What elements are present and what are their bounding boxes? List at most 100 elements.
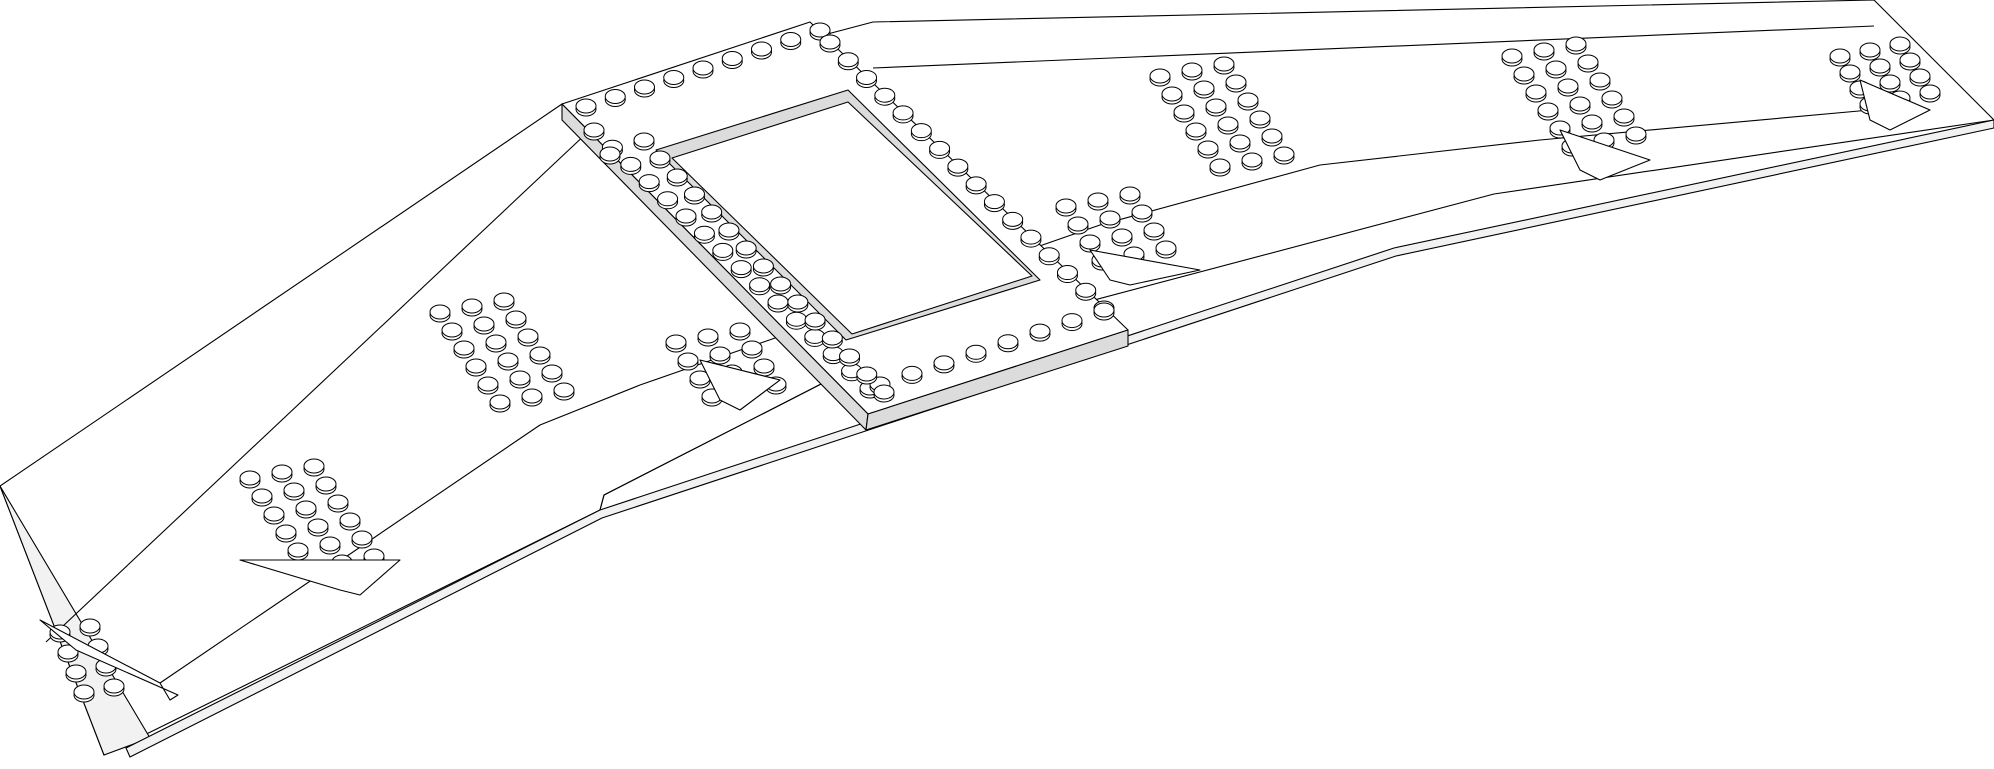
rivet-pad — [1067, 216, 1089, 235]
frame-rivet — [752, 258, 774, 277]
rivet-pad — [473, 316, 495, 335]
tab-right-end — [1859, 79, 1931, 131]
rivet-pad — [1193, 80, 1215, 99]
frame-rivet — [770, 276, 792, 295]
rivet-pad — [1577, 54, 1599, 73]
rivet-pad — [103, 678, 125, 697]
frame-rivet — [901, 365, 923, 384]
bend-line — [599, 359, 869, 511]
rivet-pad — [1919, 84, 1941, 103]
frame-rivet — [1093, 302, 1115, 321]
frame-rivet — [837, 52, 859, 71]
rivet-pad — [1131, 204, 1153, 223]
rivet-pad — [461, 298, 483, 317]
frame-rivet — [692, 60, 714, 79]
rivet-pad — [1181, 62, 1203, 81]
rivet-pad — [1625, 126, 1647, 145]
rivet-pad — [493, 292, 515, 311]
rivet-pad — [287, 542, 309, 561]
inner-line-lower — [159, 109, 1871, 684]
tab-center-right — [1089, 249, 1201, 286]
inner-line-upper — [872, 25, 1875, 69]
frame-rivet — [874, 87, 896, 106]
rivet-pad — [79, 618, 101, 637]
frame-rivet — [780, 32, 802, 50]
rivet-pad — [319, 536, 341, 555]
rivet-pad — [1581, 114, 1603, 133]
rivet-pad — [1213, 56, 1235, 75]
rivet-pad — [1565, 36, 1587, 55]
frame-rivet — [604, 89, 626, 107]
rivet-pad — [1909, 68, 1931, 87]
rivet-pad — [339, 512, 361, 531]
rivet-pad — [1241, 152, 1263, 171]
frame-rivet — [873, 384, 895, 403]
rivet-pad — [1273, 146, 1295, 165]
frame-rivet — [634, 79, 655, 98]
rivet-pad — [315, 476, 337, 495]
rivet-pad — [1087, 192, 1109, 211]
rivet-pad — [307, 518, 329, 537]
frame-rivet — [1038, 247, 1060, 266]
rivet-pad — [429, 304, 451, 323]
rivet-pad — [1185, 122, 1207, 141]
rivet-pad — [1161, 86, 1183, 105]
frame-rivet — [965, 176, 987, 195]
rivet-pad — [1079, 234, 1101, 253]
rivet-pad — [73, 684, 95, 703]
rivet-pad — [509, 370, 531, 389]
frame-rivet — [1029, 323, 1051, 342]
rivet-pad — [1869, 58, 1891, 77]
rivet-pad — [1879, 74, 1901, 93]
rivet-pad — [505, 310, 527, 329]
rivet-pad — [263, 506, 285, 525]
rivet-pad — [1839, 64, 1861, 83]
frame-rivet — [718, 222, 740, 241]
rivet-pad — [1859, 42, 1881, 61]
rivet-pad — [1537, 102, 1559, 121]
frame-rivet — [657, 191, 679, 210]
rivet-pad — [1889, 36, 1911, 55]
frame-rivet — [819, 34, 841, 53]
frame-rivet — [856, 69, 878, 88]
frame-rivet — [910, 123, 932, 142]
rivet-pad — [1569, 96, 1591, 115]
rivet-pad — [1829, 48, 1851, 67]
frame-rivet — [575, 98, 597, 117]
rivet-pad — [541, 364, 563, 383]
frame-rivet — [712, 242, 734, 261]
pad-tabs — [39, 79, 1931, 701]
rivet-pad — [275, 524, 297, 543]
rivet-pad — [489, 394, 511, 413]
frame-rivet — [821, 330, 843, 349]
frame-rivet — [983, 194, 1005, 213]
frame-rivet — [997, 334, 1019, 353]
rivet-pad — [1209, 158, 1231, 177]
frame-rivet — [620, 156, 642, 175]
frame-rivet — [767, 294, 789, 313]
rivet-pad — [1501, 48, 1523, 67]
tab-right-middle — [1559, 129, 1651, 181]
frame-rivet — [856, 366, 878, 385]
frame-rivet — [892, 105, 914, 124]
rivet-pad — [753, 358, 775, 377]
frame-rivet — [965, 344, 987, 363]
inner-line-left — [45, 129, 591, 643]
rivet-pad — [1545, 60, 1567, 79]
frame-rivet — [735, 240, 757, 259]
rivet-pad — [453, 340, 475, 359]
frame-rivet — [730, 260, 752, 279]
rivet-pad — [1899, 52, 1921, 71]
rivet-pad — [1197, 140, 1219, 159]
rivet-pad — [497, 352, 519, 371]
rivet-pad — [709, 346, 731, 365]
rivet-pad — [1589, 72, 1611, 91]
frame-rivet — [787, 294, 809, 313]
frame-rivet — [804, 312, 826, 331]
rivet-pad — [485, 334, 507, 353]
frame-rivet — [785, 311, 807, 330]
rivet-pad — [1143, 222, 1165, 241]
rivet-pad — [521, 388, 543, 407]
rivet-pad — [1533, 42, 1555, 61]
frame-rivet — [721, 51, 743, 69]
